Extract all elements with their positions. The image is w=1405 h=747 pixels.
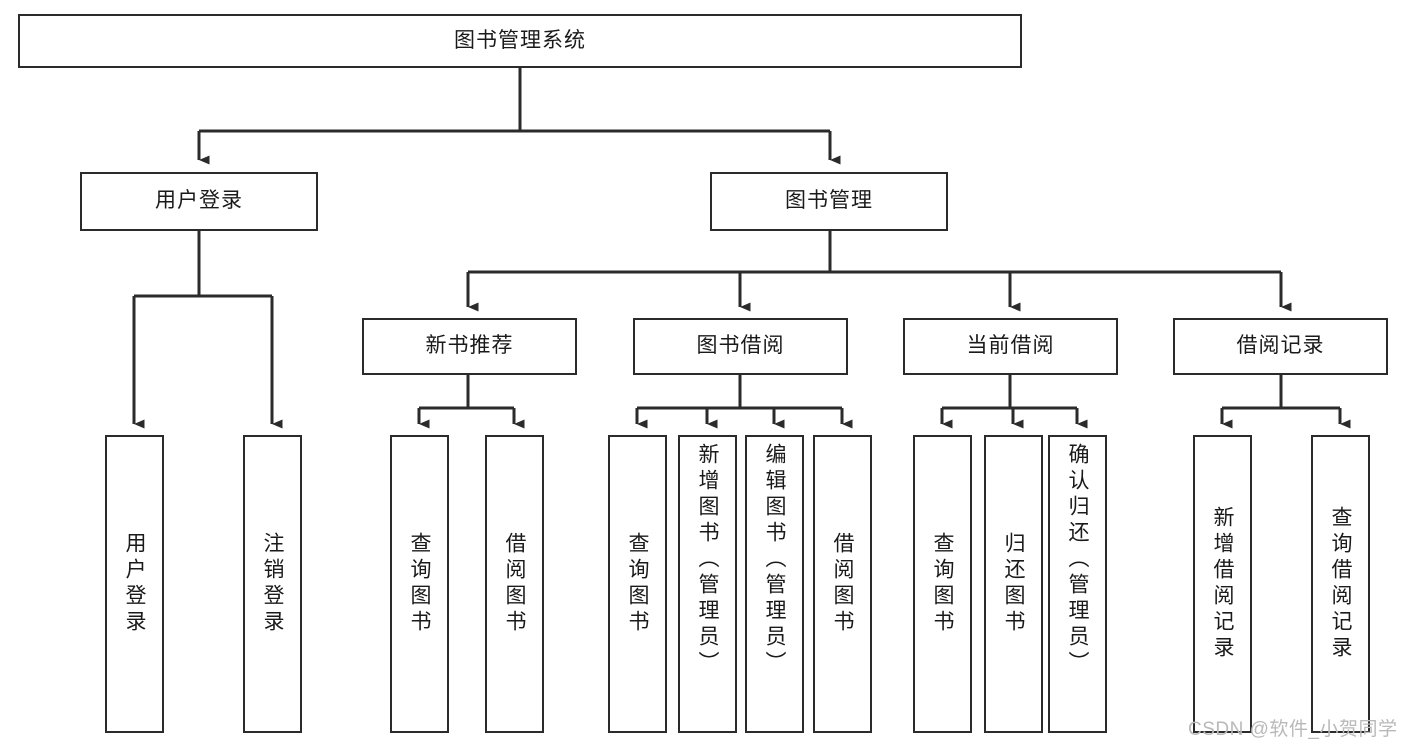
node-label: 查询图书 [626,532,649,636]
node-new-book-recommend[interactable]: 新书推荐 [362,318,577,375]
node-label: 归还图书 [1002,532,1025,636]
node-label: 借阅记录 [1236,334,1325,358]
node-label: 编辑图书（管理员） [763,443,786,677]
node-label: 查询图书 [408,532,431,636]
node-label: 查询图书 [931,532,954,636]
node-label: 用户登录 [155,189,243,213]
node-label: 借阅图书 [503,532,526,636]
node-label: 图书借阅 [696,334,785,358]
node-label: 查询借阅记录 [1329,506,1352,662]
leaf-book-borrow-add-book-admin[interactable]: 新增图书（管理员） [678,435,737,733]
node-label: 图书管理系统 [454,28,586,52]
node-label: 当前借阅 [966,334,1055,358]
node-label: 图书管理 [785,189,873,213]
watermark: CSDN @软件_小贺同学 [1188,719,1398,740]
node-label: 用户登录 [123,532,146,636]
leaf-user-login-login[interactable]: 用户登录 [105,435,164,733]
node-borrow-record[interactable]: 借阅记录 [1173,318,1388,375]
node-book-borrow[interactable]: 图书借阅 [633,318,848,375]
leaf-new-book-query-book[interactable]: 查询图书 [390,435,449,733]
node-label: 新增图书（管理员） [696,443,719,677]
leaf-new-book-borrow-book[interactable]: 借阅图书 [485,435,544,733]
leaf-book-borrow-borrow-book[interactable]: 借阅图书 [813,435,872,733]
leaf-current-borrow-query-book[interactable]: 查询图书 [913,435,972,733]
node-root-book-management-system[interactable]: 图书管理系统 [18,14,1022,68]
node-label: 新书推荐 [425,334,514,358]
node-current-borrow[interactable]: 当前借阅 [903,318,1118,375]
leaf-current-borrow-confirm-return-admin[interactable]: 确认归还（管理员） [1048,435,1107,733]
leaf-book-borrow-edit-book-admin[interactable]: 编辑图书（管理员） [745,435,804,733]
node-label: 注销登录 [261,532,284,636]
node-label: 新增借阅记录 [1211,506,1234,662]
node-book-management[interactable]: 图书管理 [710,172,948,231]
leaf-borrow-record-add-record[interactable]: 新增借阅记录 [1193,435,1252,733]
leaf-current-borrow-return-book[interactable]: 归还图书 [984,435,1043,733]
node-label: 确认归还（管理员） [1066,443,1089,677]
node-label: 借阅图书 [831,532,854,636]
leaf-borrow-record-query-record[interactable]: 查询借阅记录 [1311,435,1370,733]
leaf-user-login-logout[interactable]: 注销登录 [243,435,302,733]
leaf-book-borrow-query-book[interactable]: 查询图书 [608,435,667,733]
node-user-login[interactable]: 用户登录 [80,172,318,231]
